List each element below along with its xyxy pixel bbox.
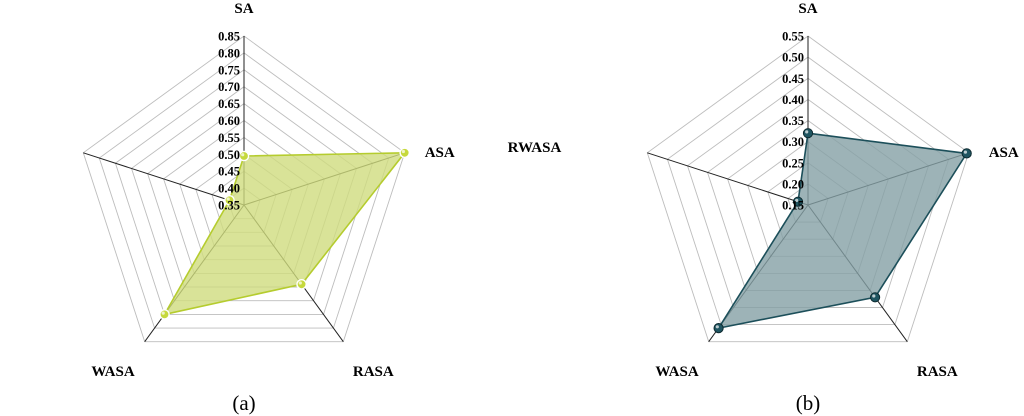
axis-label-wasa: WASA (655, 364, 699, 380)
grid-ring (114, 69, 374, 315)
axis-label-rasa: RASA (917, 364, 958, 380)
data-point-highlight (872, 294, 876, 298)
grid-ring (98, 52, 390, 329)
tick-label: 0.20 (782, 177, 804, 191)
data-point-wasa (159, 309, 170, 320)
data-point-highlight (298, 281, 302, 285)
tick-label: 0.45 (218, 165, 240, 179)
chart-caption: (a) (232, 391, 255, 415)
data-point-rasa (870, 292, 881, 303)
tick-label: 0.55 (218, 131, 240, 145)
tick-label: 0.45 (782, 72, 804, 86)
data-point-highlight (963, 150, 968, 154)
tick-label: 0.40 (218, 182, 240, 196)
grid-ring (646, 35, 970, 343)
data-point-sa (802, 128, 814, 139)
series-0 (713, 128, 972, 334)
series-area (716, 132, 969, 330)
tick-label: 0.40 (782, 93, 804, 107)
spoke-rwasa (83, 152, 245, 206)
tick-label: 0.15 (782, 199, 804, 213)
tick-label: 0.30 (782, 135, 804, 149)
data-point-highlight (715, 325, 719, 329)
tick-label: 0.55 (782, 30, 804, 44)
radial-tick-labels: 0.35 0.40 0.45 0.50 0.55 0.60 0.65 0.70 0.75 0.80… (218, 30, 240, 213)
axis-label-rwasa: RWASA (508, 140, 562, 156)
data-point-highlight (161, 311, 165, 315)
data-point-highlight (795, 198, 799, 202)
axis-label-asa: ASA (425, 145, 455, 161)
axis-label-sa: SA (234, 1, 253, 17)
tick-label: 0.70 (218, 80, 240, 94)
spoke-rwasa (647, 152, 809, 206)
axis-label-sa: SA (798, 1, 817, 17)
radar-chart-a: 0.35 0.40 0.45 0.50 0.55 0.60 0.65 0.70 0.75 0.80… (82, 1, 455, 415)
radial-tick-labels: 0.15 0.20 0.25 0.30 0.35 0.40 0.45 0.50 0.55 (782, 30, 804, 213)
data-point-sa (238, 150, 250, 162)
series-0 (159, 147, 411, 320)
data-point-highlight (401, 149, 405, 154)
tick-label: 0.50 (218, 148, 240, 162)
axis-label-rasa: RASA (353, 364, 394, 380)
tick-label: 0.35 (782, 114, 804, 128)
data-point-highlight (805, 130, 809, 134)
tick-label: 0.80 (218, 46, 240, 60)
axis-labels: SA ASA RASA WASA RWASA (508, 1, 1019, 380)
tick-label: 0.65 (218, 97, 240, 111)
data-point-wasa (713, 323, 724, 334)
series-area (162, 151, 407, 316)
chart-caption: (b) (796, 391, 821, 415)
tick-label: 0.75 (218, 63, 240, 77)
data-point-highlight (241, 153, 245, 157)
tick-label: 0.60 (218, 114, 240, 128)
tick-label: 0.85 (218, 30, 240, 44)
data-point-asa (961, 148, 972, 159)
tick-label: 0.50 (782, 51, 804, 65)
tick-label: 0.35 (218, 199, 240, 213)
grid-ring (82, 35, 406, 343)
axis-label-asa: ASA (989, 145, 1019, 161)
data-point-highlight (226, 197, 230, 201)
data-point-asa (399, 147, 411, 159)
grid-ring (666, 56, 950, 326)
data-point-rasa (296, 278, 307, 290)
axis-label-wasa: WASA (91, 364, 135, 380)
radar-chart-b: 0.15 0.20 0.25 0.30 0.35 0.40 0.45 0.50 0.55 SA AS… (508, 1, 1019, 415)
tick-label: 0.25 (782, 156, 804, 170)
